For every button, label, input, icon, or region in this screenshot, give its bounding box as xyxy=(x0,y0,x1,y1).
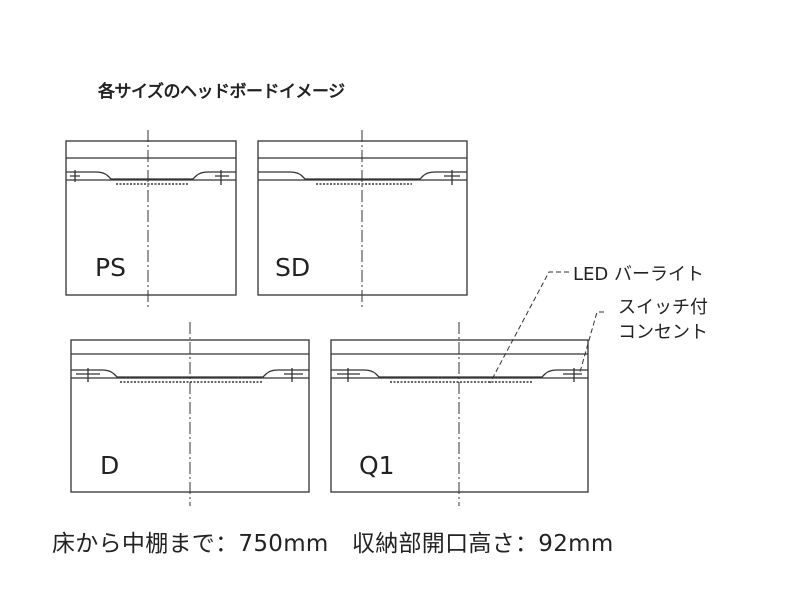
headboard-ps-outlet-mark-left xyxy=(70,170,80,182)
headboard-ps xyxy=(65,130,237,308)
headboard-q1-outlet-mark-right xyxy=(563,368,582,382)
headboard-sd xyxy=(257,130,468,308)
headboard-q1-shelf-profile xyxy=(331,369,588,378)
page-title: 各サイズのヘッドボードイメージ xyxy=(98,82,345,102)
headboard-ps-outline xyxy=(65,140,237,296)
led-callout-label: LED バーライト xyxy=(573,264,704,285)
callout-leaders xyxy=(489,271,604,384)
headboard-d xyxy=(70,322,310,506)
headboard-d-outlet-mark-right xyxy=(284,368,303,382)
headboard-q1-label: Q1 xyxy=(359,451,395,480)
headboard-ps-outlet-mark-right xyxy=(215,170,229,185)
headboard-d-outlet-mark-left xyxy=(76,368,100,382)
headboard-sd-label: SD xyxy=(275,253,310,282)
outlet-callout-label-line2: コンセント xyxy=(618,322,708,343)
headboard-sd-outlet-mark-right xyxy=(444,170,460,185)
dimension-note: 床から中棚まで：750mm 収納部開口高さ：92mm xyxy=(52,531,614,557)
headboard-q1 xyxy=(330,322,589,506)
led-callout-leader xyxy=(489,271,569,384)
headboard-ps-shelf-profile xyxy=(66,171,236,180)
outlet-callout-label-line1: スイッチ付 xyxy=(618,297,708,318)
headboard-d-label: D xyxy=(100,451,119,480)
outlet-callout-leader xyxy=(579,311,604,373)
headboard-q1-outlet-mark-left xyxy=(337,368,360,382)
headboard-ps-label: PS xyxy=(95,253,126,282)
